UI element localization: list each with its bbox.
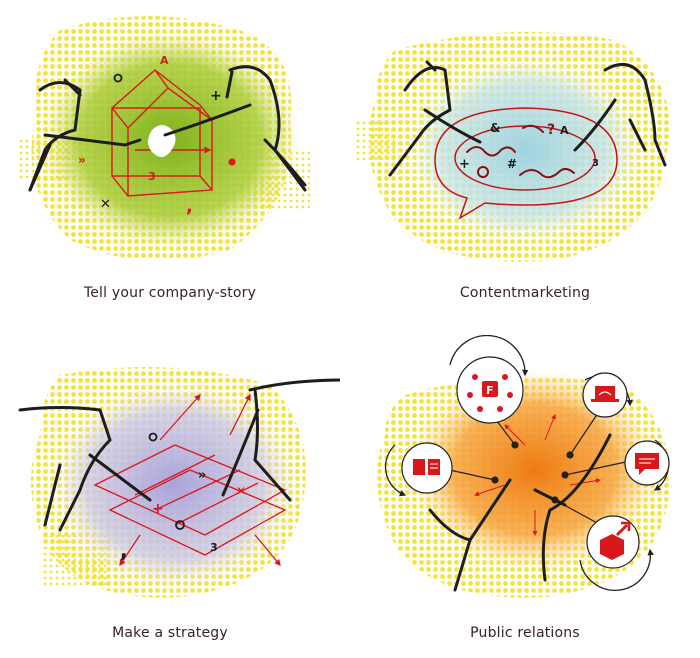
strategy-illustration: + ✕ » 3 , [18, 367, 340, 598]
person-right-icon [163, 65, 307, 192]
contentmarketing-illustration: & A ? # + 3 [355, 32, 670, 262]
gear-icon [175, 520, 185, 530]
cross-icon: ✕ [236, 484, 246, 498]
newspaper-icon [401, 442, 453, 494]
gear-icon [113, 73, 123, 83]
glyph-question: ? [547, 122, 555, 138]
plus-icon: + [210, 88, 222, 104]
person-right-icon [533, 433, 612, 582]
network-people-icon: F [456, 356, 524, 424]
glyph-a: A [160, 54, 169, 67]
company-story-illustration: A 3 , + ✕ » [20, 16, 310, 261]
person-left-icon [18, 406, 152, 532]
ring-icon [148, 432, 158, 442]
glyph-ampersand: & [490, 121, 500, 135]
panel-company-story: A 3 , + ✕ » Tell your company-story [0, 0, 340, 320]
decor-marks: A 3 , + ✕ » [78, 54, 236, 217]
glyph-a: A [560, 124, 569, 137]
person-left-icon [428, 478, 512, 592]
person-left-icon [28, 78, 142, 192]
person-left-icon [388, 60, 482, 177]
person-right-icon [221, 378, 340, 502]
person-right-icon [573, 62, 667, 167]
glyph-3: 3 [210, 541, 218, 554]
double-chevron-icon: » [198, 468, 206, 483]
red-arrows [474, 414, 601, 536]
decor-marks: & A ? # + 3 [459, 121, 599, 172]
isometric-grid [93, 393, 287, 567]
blue-glow [405, 55, 645, 245]
house-wireframe-icon [111, 69, 213, 197]
glyph-f: F [486, 384, 494, 397]
cross-icon: ✕ [100, 197, 111, 212]
caption-strategy: Make a strategy [112, 625, 228, 641]
speech-bubble-icon [624, 440, 670, 486]
double-chevron-icon: » [78, 153, 86, 167]
plus-icon: + [152, 501, 164, 517]
glyph-hash: # [507, 157, 517, 171]
decor-marks: + ✕ » 3 , [120, 432, 246, 562]
panel-contentmarketing: & A ? # + 3 Contentmarketing [355, 0, 695, 320]
cube-arrow-icon [586, 515, 640, 569]
panel-public-relations: F [355, 335, 695, 655]
glyph-comma: , [120, 538, 128, 562]
glyph-comma: , [186, 196, 193, 217]
caption-contentmarketing: Contentmarketing [459, 285, 591, 301]
handwriting-scribbles [466, 124, 575, 179]
public-relations-illustration: F [377, 335, 670, 598]
glyph-plus: + [459, 157, 470, 172]
laptop-wifi-icon [582, 372, 628, 418]
caption-company-story: Tell your company-story [83, 285, 257, 301]
orange-glow [410, 370, 660, 570]
purple-glow [50, 380, 300, 590]
glyph-3: 3 [148, 170, 156, 183]
dot-icon [228, 158, 236, 166]
caption-public-relations: Public relations [470, 625, 580, 641]
glyph-3: 3 [592, 158, 599, 169]
panel-strategy: + ✕ » 3 , Make a strategy [0, 335, 340, 655]
